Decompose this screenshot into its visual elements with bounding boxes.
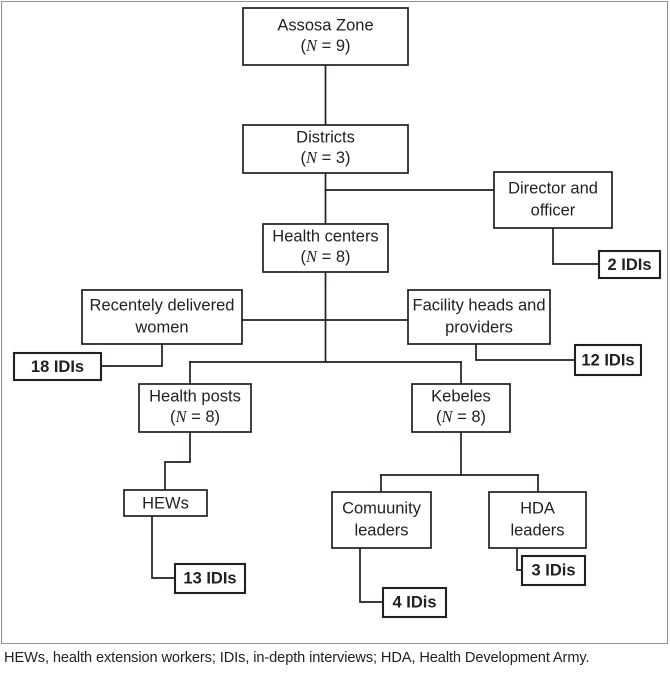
node-director-and-officer[interactable]: Director and officer [493, 171, 613, 229]
edge-women-to-18idis [100, 343, 163, 367]
node-hda-line1: HDA [520, 499, 555, 517]
node-director-line1: Director and [508, 179, 598, 197]
node-hda-leaders[interactable]: HDA leaders [488, 491, 587, 549]
node-health-posts-n: (N = 8) [170, 407, 220, 427]
node-women-line2: women [134, 318, 188, 336]
node-districts[interactable]: Districts (N = 3) [242, 124, 409, 174]
edge-posts-to-hews [164, 431, 191, 491]
node-health-centers-label: Health centers [272, 227, 378, 245]
node-assosa-zone-label: Assosa Zone [277, 16, 373, 34]
node-health-posts[interactable]: Health posts (N = 8) [138, 383, 252, 433]
outcome-12-idis[interactable]: 12 IDIs [573, 343, 643, 377]
outcome-12-idis-label: 12 IDIs [581, 351, 634, 369]
outcome-18-idis[interactable]: 18 IDIs [12, 351, 103, 382]
edge-community-to-4idis [359, 547, 384, 603]
node-facility-line1: Facility heads and [413, 296, 546, 314]
outcome-18-idis-label: 18 IDIs [31, 358, 84, 376]
outcome-3-idis-label: 3 IDis [531, 561, 575, 579]
node-facility-heads-and-providers[interactable]: Facility heads and providers [407, 289, 551, 345]
node-health-posts-label: Health posts [149, 387, 241, 405]
node-health-centers[interactable]: Health centers (N = 8) [262, 223, 389, 273]
edge-facility-to-12idis [475, 343, 576, 361]
edge-director-to-2idis [552, 227, 600, 265]
edge-layer [100, 64, 600, 603]
edge-hda-to-3idis [516, 547, 523, 571]
outcome-2-idis-label: 2 IDIs [607, 256, 651, 274]
node-hda-line2: leaders [510, 521, 564, 539]
outcome-13-idis[interactable]: 13 IDIs [173, 562, 247, 595]
node-assosa-zone[interactable]: Assosa Zone (N = 9) [242, 7, 409, 66]
node-women-line1: Recentely delivered [90, 296, 235, 314]
node-community-leaders[interactable]: Comuunity leaders [331, 491, 432, 549]
node-kebeles-n: (N = 8) [436, 407, 486, 427]
node-hews-label: HEWs [142, 494, 189, 512]
outcome-2-idis[interactable]: 2 IDIs [597, 249, 662, 280]
node-director-line2: officer [531, 201, 576, 219]
node-health-centers-n: (N = 8) [301, 247, 351, 267]
node-districts-label: Districts [296, 128, 355, 146]
node-recently-delivered-women[interactable]: Recentely delivered women [81, 289, 243, 345]
outcome-3-idis[interactable]: 3 IDis [520, 554, 587, 587]
outcome-4-idis[interactable]: 4 IDis [381, 586, 448, 619]
outcome-4-idis-label: 4 IDis [392, 593, 436, 611]
node-hews[interactable]: HEWs [123, 489, 208, 517]
node-kebeles[interactable]: Kebeles (N = 8) [411, 383, 511, 433]
edge-hews-to-13idis [151, 515, 176, 579]
node-assosa-zone-n: (N = 9) [301, 36, 351, 56]
node-community-line2: leaders [354, 521, 408, 539]
node-community-line1: Comuunity [342, 499, 422, 517]
flowchart-svg: Assosa Zone (N = 9) Districts (N = 3) Di… [12, 7, 662, 619]
node-districts-n: (N = 3) [301, 148, 351, 168]
outcome-13-idis-label: 13 IDIs [183, 569, 236, 587]
node-facility-line2: providers [445, 318, 513, 336]
figure-caption: HEWs, health extension workers; IDIs, in… [4, 650, 590, 666]
node-kebeles-label: Kebeles [431, 387, 491, 405]
